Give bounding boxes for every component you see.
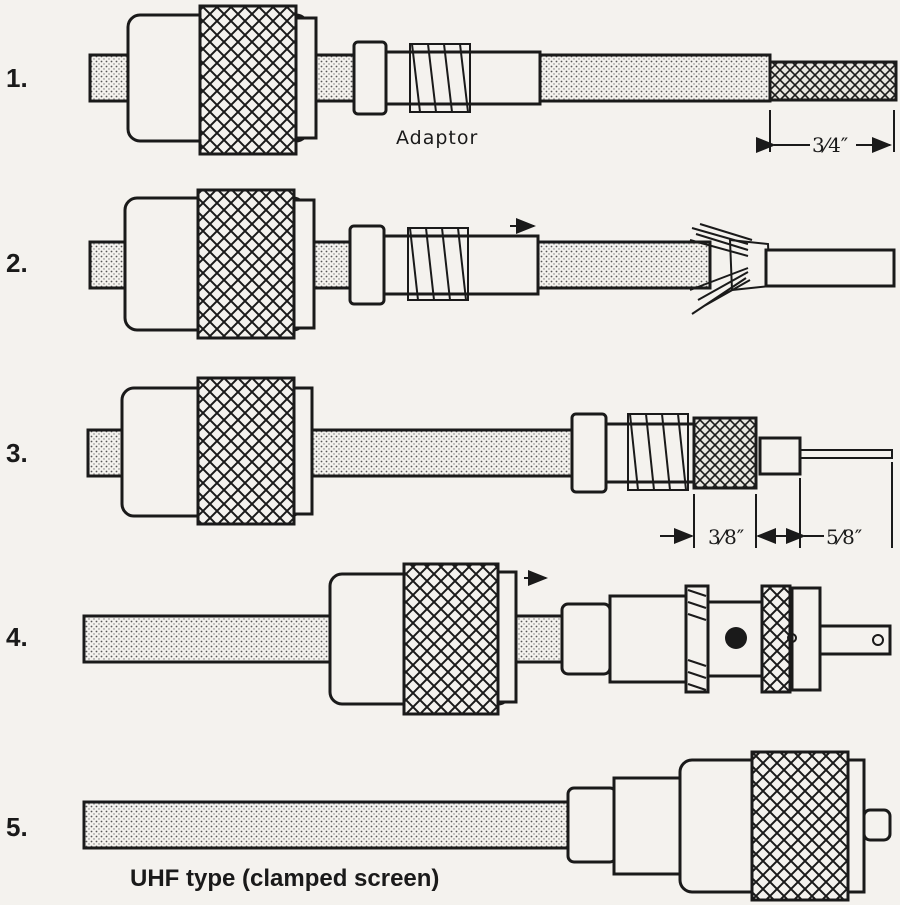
adaptor-thread [627, 413, 689, 491]
step-number: 5. [6, 812, 28, 842]
step-2-group: 2. [6, 188, 896, 340]
ring-lip [292, 198, 316, 330]
adaptor-flange [348, 224, 386, 306]
coupling-ring [750, 750, 850, 902]
coupling-ring [196, 376, 296, 526]
cable-jacket [82, 800, 572, 850]
step-3-group: 3. 3⁄8″ 5⁄8″ [6, 376, 893, 549]
solder-hole [725, 627, 747, 649]
dielectric-core [764, 248, 896, 288]
dimension-label: 5⁄8″ [826, 525, 862, 549]
exposed-braid [768, 60, 898, 102]
ring-lip [292, 386, 314, 516]
adaptor-flange [570, 412, 608, 494]
adaptor-flange [352, 40, 388, 116]
adaptor-thread [407, 227, 469, 301]
insert-rear [560, 602, 612, 676]
diagram-caption: UHF type (clamped screen) [130, 865, 439, 892]
dimension-braid-fold: 3⁄8″ [660, 494, 790, 549]
coupling-ring [196, 188, 296, 340]
dimension-braid-length: 3⁄4″ [756, 110, 895, 157]
ring-lip [294, 16, 318, 140]
ring-lip [496, 570, 518, 704]
step-4-group: 4. [6, 562, 892, 716]
coupling-ring [198, 4, 298, 156]
dimension-conductor: 5⁄8″ [786, 462, 893, 549]
adaptor-thread [409, 43, 471, 113]
centre-pin [862, 808, 892, 842]
adaptor-body [382, 234, 540, 296]
step-number: 3. [6, 438, 28, 468]
insert-body [612, 776, 684, 876]
step-number: 2. [6, 248, 28, 278]
dielectric-core [758, 436, 802, 476]
folded-braid [692, 416, 758, 490]
ring-lip [846, 758, 866, 894]
insert-rear [566, 786, 618, 864]
front-ring [760, 584, 792, 694]
coupling-ring [402, 562, 500, 716]
dimension-label: 3⁄4″ [812, 133, 848, 157]
step-5-group: 5. UHF type (clamped screen) [6, 750, 892, 902]
insert-body [608, 594, 692, 684]
step-number: 1. [6, 63, 28, 93]
adaptor-label: Adaptor [396, 127, 478, 149]
dimension-label: 3⁄8″ [708, 525, 744, 549]
step-1-group: 1. Adaptor 3⁄4″ [6, 4, 898, 157]
centre-conductor [799, 449, 893, 459]
step-number: 4. [6, 622, 28, 652]
centre-pin [818, 624, 892, 656]
